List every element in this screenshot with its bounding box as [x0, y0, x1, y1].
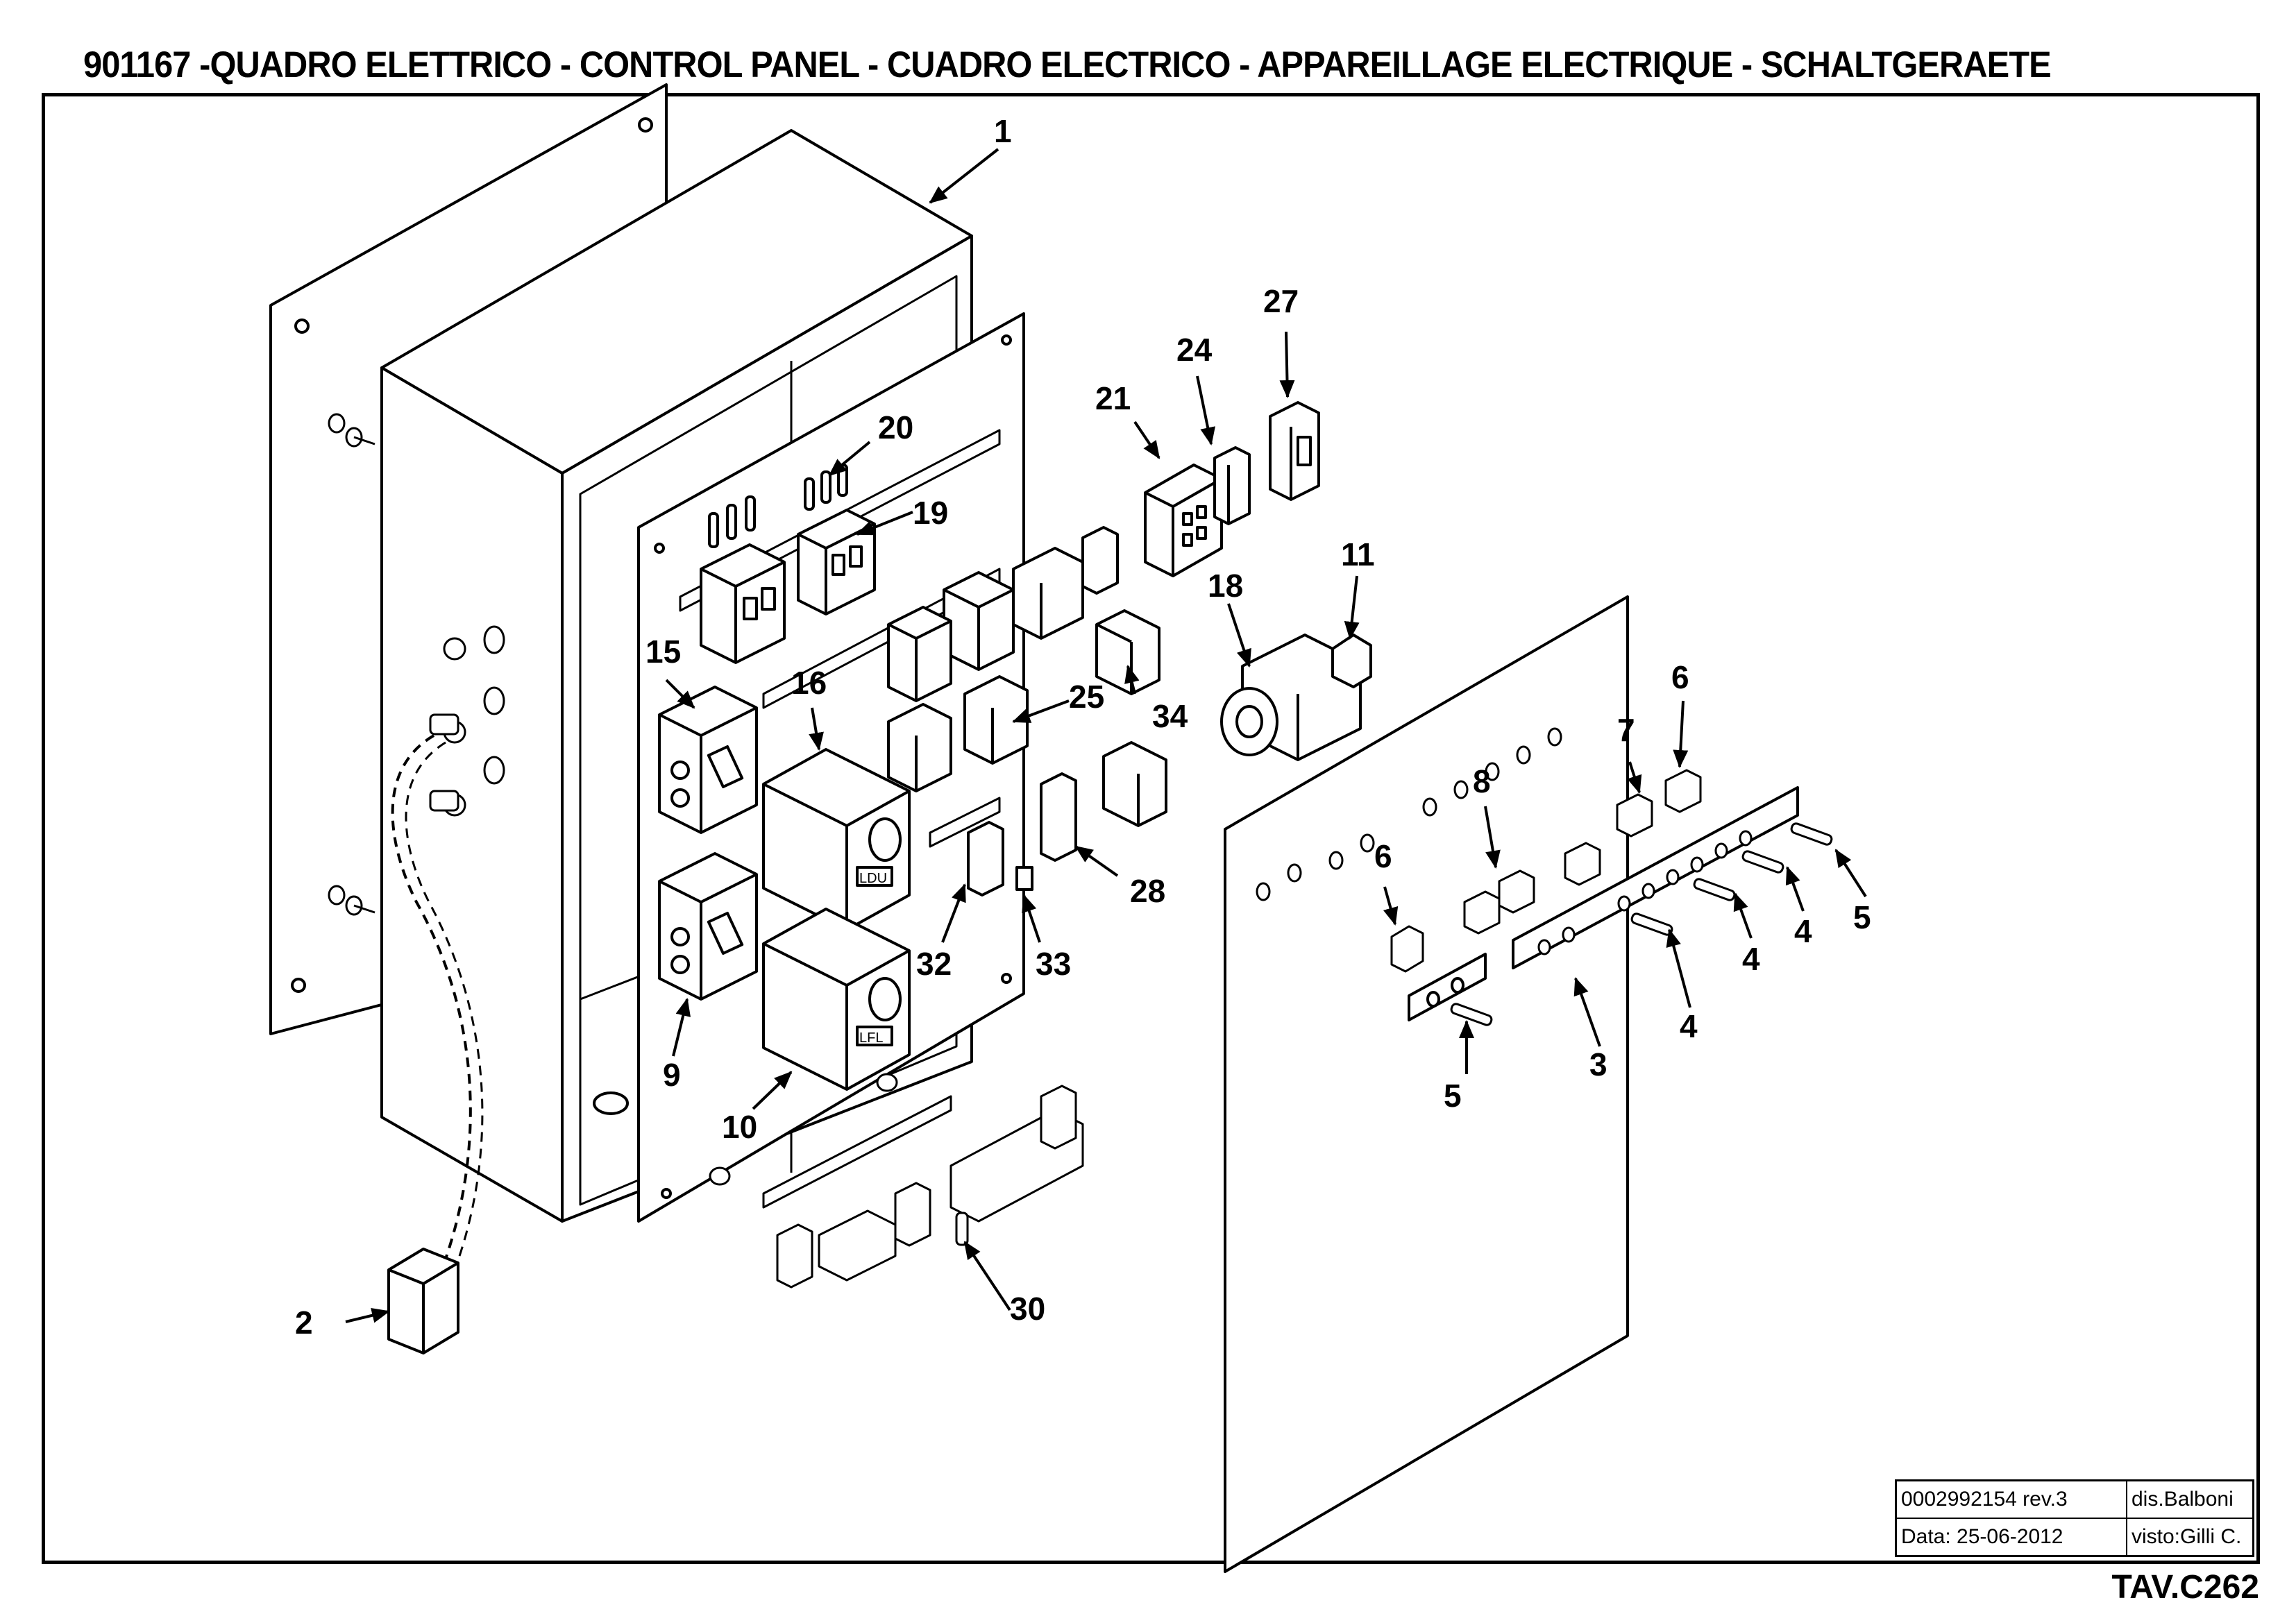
callout-15: 15 — [645, 634, 681, 670]
callout-3: 3 — [1589, 1046, 1607, 1082]
callout-5b: 5 — [1444, 1078, 1462, 1114]
callout-33: 33 — [1036, 946, 1071, 982]
callout-19: 19 — [913, 495, 948, 531]
drawing-date: Data: 25-06-2012 — [1897, 1519, 2127, 1555]
callout-6b: 6 — [1671, 659, 1689, 695]
relay-group — [887, 571, 1029, 792]
breaker-group — [700, 464, 876, 664]
sheet-title: 901167 -QUADRO ELETTRICO - CONTROL PANEL… — [83, 44, 2052, 85]
bracket-strip — [1408, 786, 1799, 1021]
part-11 — [1331, 634, 1372, 688]
callout-18: 18 — [1208, 568, 1243, 604]
bottom-rail — [709, 1073, 1084, 1289]
front-panel — [1224, 595, 1629, 1573]
checked-by: visto:Gilli C. — [2132, 1525, 2242, 1548]
cable-junction — [387, 734, 484, 1354]
controller-lfl — [762, 908, 911, 1091]
callout-27: 27 — [1263, 283, 1299, 319]
panel-switches — [1390, 769, 1702, 973]
relay-34 — [1095, 609, 1160, 695]
callout-20: 20 — [878, 409, 913, 445]
controller-ldu — [762, 748, 911, 931]
callout-21: 21 — [1095, 380, 1131, 416]
contactor-21 — [1144, 464, 1223, 577]
drawn-by: dis.Balboni — [2127, 1481, 2252, 1519]
callout-6a: 6 — [1374, 838, 1392, 874]
callout-7: 7 — [1617, 712, 1635, 748]
callout-4a: 4 — [1680, 1008, 1698, 1044]
callout-1: 1 — [994, 113, 1012, 149]
drawing-number: 0002992154 rev.3 — [1897, 1481, 2127, 1519]
part-28 — [1040, 772, 1077, 862]
table-reference: TAV.C262 — [2111, 1569, 2259, 1606]
callout-16: 16 — [791, 665, 827, 701]
ldu-label: LDU — [859, 871, 887, 886]
callout-11: 11 — [1341, 536, 1375, 572]
relay-loose — [1102, 741, 1167, 827]
callout-arrows — [345, 148, 1867, 1323]
callout-10: 10 — [722, 1109, 757, 1145]
callout-28: 28 — [1130, 873, 1165, 909]
callout-34: 34 — [1152, 698, 1188, 734]
drawing-frame — [42, 93, 2260, 1564]
selector-switch — [1220, 634, 1362, 761]
contactor-24 — [1213, 446, 1251, 525]
lfl-label: LFL — [859, 1030, 883, 1046]
socket-bases — [658, 686, 758, 1001]
callout-32: 32 — [916, 946, 952, 982]
part-33 — [1015, 866, 1033, 891]
callout-30: 30 — [1010, 1291, 1045, 1327]
callout-4b: 4 — [1742, 941, 1760, 977]
contactor-27 — [1269, 401, 1320, 501]
contactor-extra — [1012, 526, 1119, 640]
side-fittings — [328, 413, 505, 916]
title-block: 0002992154 rev.3 dis.Balboni Data: 25-06… — [1895, 1479, 2254, 1557]
callout-8: 8 — [1473, 763, 1491, 799]
part-32 — [967, 821, 1004, 897]
callout-9: 9 — [663, 1057, 681, 1093]
callout-5a: 5 — [1853, 899, 1871, 935]
callout-25: 25 — [1069, 679, 1104, 715]
bolts — [1450, 822, 1833, 1026]
callout-4c: 4 — [1794, 913, 1812, 949]
callout-2: 2 — [295, 1305, 313, 1341]
callout-24: 24 — [1176, 332, 1213, 368]
